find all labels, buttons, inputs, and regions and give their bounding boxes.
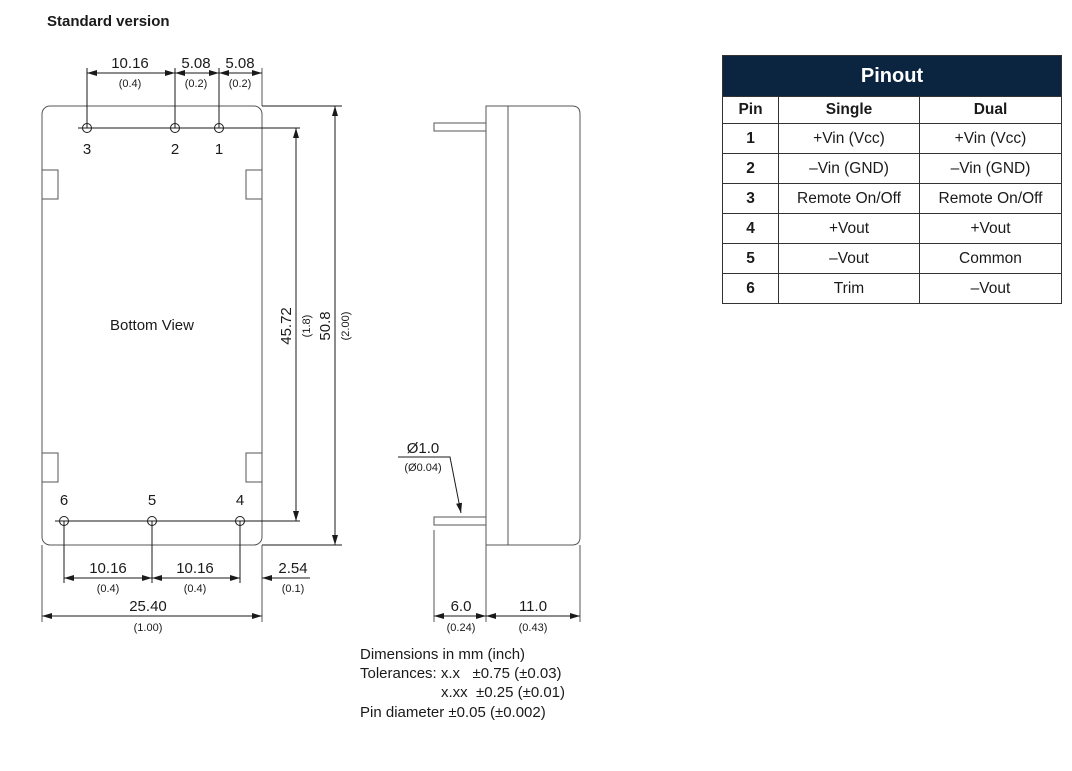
pin-label: 4 [236, 492, 244, 509]
note-tolerance-2: x.xx ±0.25 (±0.01) [441, 684, 565, 701]
cell: –Vout [919, 273, 1062, 304]
cell: –Vin (GND) [919, 153, 1062, 184]
table-row: 1+Vin (Vcc)+Vin (Vcc) [722, 123, 1062, 154]
pinout-table: Pinout Pin Single Dual 1+Vin (Vcc)+Vin (… [722, 55, 1062, 304]
cell: +Vin (Vcc) [778, 123, 920, 154]
cell: –Vin (GND) [778, 153, 920, 184]
col-header: Dual [919, 96, 1062, 124]
col-header: Single [778, 96, 920, 124]
pin-label: 2 [171, 141, 179, 158]
dim-mm: Ø1.0 [407, 440, 440, 457]
dim-mm: 5.08 [225, 55, 254, 72]
note-tolerance-1: Tolerances: x.x ±0.75 (±0.03) [360, 665, 562, 682]
dim-mm: 10.16 [89, 560, 127, 577]
dim-inch: (0.2) [229, 78, 252, 90]
pin-label: 5 [148, 492, 156, 509]
module-outline-side [485, 105, 581, 546]
pinout-title: Pinout [722, 55, 1062, 97]
mounting-notches [41, 169, 263, 483]
cell: 1 [722, 123, 779, 154]
dim-mm: 2.54 [278, 560, 307, 577]
dim-inch: (1.8) [301, 315, 313, 338]
bottom-view-label: Bottom View [110, 317, 194, 334]
side-pin [433, 516, 487, 526]
dim-inch: (1.00) [134, 622, 163, 634]
dim-inch: (0.24) [447, 622, 476, 634]
dim-mm: 10.16 [176, 560, 214, 577]
dim-mm: 5.08 [181, 55, 210, 72]
side-pin [433, 122, 487, 132]
dim-inch: (0.43) [519, 622, 548, 634]
pin-label: 3 [83, 141, 91, 158]
dim-mm: 11.0 [519, 598, 547, 615]
dim-inch: (0.4) [184, 583, 207, 595]
cell: 6 [722, 273, 779, 304]
cell: 2 [722, 153, 779, 184]
cell: Remote On/Off [778, 183, 920, 214]
dim-mm: 50.8 [317, 311, 334, 340]
cell: –Vout [778, 243, 920, 274]
dim-inch: (0.2) [185, 78, 208, 90]
note-pin-diameter: Pin diameter ±0.05 (±0.002) [360, 704, 546, 721]
pin-label: 1 [215, 141, 223, 158]
cell: 3 [722, 183, 779, 214]
section-title: Standard version [47, 13, 170, 30]
table-row: 2–Vin (GND)–Vin (GND) [722, 153, 1062, 184]
dim-inch: (2.00) [340, 312, 352, 341]
dim-inch: (0.1) [282, 583, 305, 595]
dim-inch: (0.4) [119, 78, 142, 90]
table-row: 4+Vout+Vout [722, 213, 1062, 244]
dim-mm: 45.72 [278, 307, 295, 345]
cell: +Vin (Vcc) [919, 123, 1062, 154]
dim-inch: (0.4) [97, 583, 120, 595]
cell: 4 [722, 213, 779, 244]
note-units: Dimensions in mm (inch) [360, 646, 525, 663]
cell: 5 [722, 243, 779, 274]
cell: +Vout [919, 213, 1062, 244]
dim-mm: 6.0 [451, 598, 472, 615]
cell: Remote On/Off [919, 183, 1062, 214]
cell: Trim [778, 273, 920, 304]
cell: +Vout [778, 213, 920, 244]
col-header: Pin [722, 96, 779, 124]
pin-label: 6 [60, 492, 68, 509]
cell: Common [919, 243, 1062, 274]
dim-inch: (Ø0.04) [404, 462, 441, 474]
dim-mm: 10.16 [111, 55, 149, 72]
dim-mm: 25.40 [129, 598, 167, 615]
